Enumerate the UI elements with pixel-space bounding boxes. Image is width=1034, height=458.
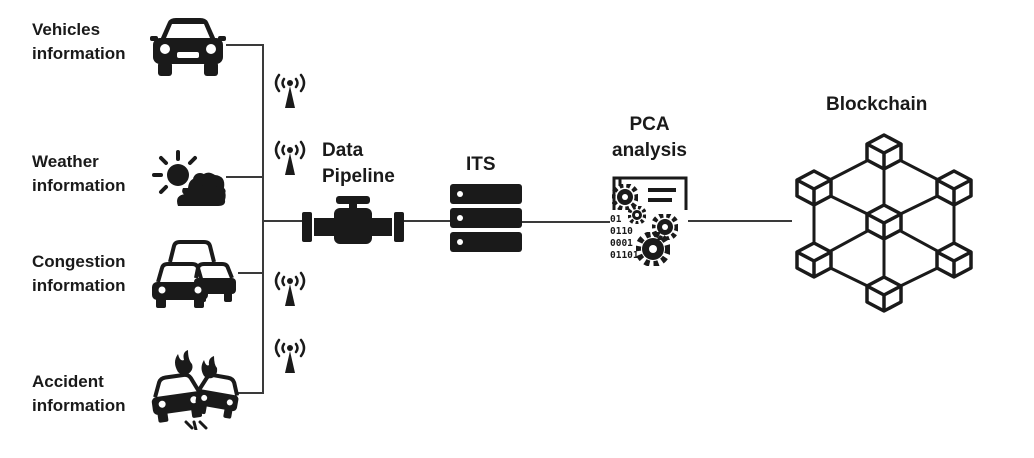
car-icon bbox=[150, 18, 226, 76]
block-cube bbox=[865, 203, 903, 241]
weather-icon bbox=[152, 150, 226, 206]
source-label-vehicles: Vehicles information bbox=[32, 20, 126, 63]
connector-vehicles bbox=[226, 44, 264, 46]
pipeline-label: Data Pipeline bbox=[322, 140, 395, 187]
document-icon bbox=[612, 176, 688, 210]
block-cube bbox=[865, 275, 903, 313]
source-label-congestion: Congestion information bbox=[32, 252, 126, 295]
wireless-signal-icon bbox=[274, 338, 306, 373]
gear-icon bbox=[612, 184, 638, 210]
source-label-accident: Accident information bbox=[32, 372, 126, 415]
block-cube bbox=[795, 241, 833, 279]
gear-icon bbox=[652, 214, 678, 240]
its-label: ITS bbox=[466, 154, 496, 175]
blockchain-network-icon bbox=[795, 133, 973, 313]
connector-bus-to-pipeline bbox=[262, 220, 308, 222]
wireless-signal-icon bbox=[274, 73, 306, 108]
block-cube bbox=[935, 169, 973, 207]
pca-label: PCA analysis bbox=[612, 114, 687, 161]
wireless-signal-icon bbox=[274, 140, 306, 175]
valve-icon bbox=[302, 196, 404, 244]
accident-icon bbox=[151, 350, 240, 430]
gear-icon bbox=[628, 206, 646, 224]
wireless-signal-icon bbox=[274, 271, 306, 306]
block-cube bbox=[865, 133, 903, 171]
connector-pca-to-blockchain bbox=[688, 220, 792, 222]
traffic-icon bbox=[152, 240, 236, 308]
source-bus-line bbox=[262, 44, 264, 394]
connector-weather bbox=[226, 176, 264, 178]
gear-icon bbox=[636, 232, 670, 266]
block-cube bbox=[795, 169, 833, 207]
connector-pipeline-to-its bbox=[400, 220, 450, 222]
blockchain-label: Blockchain bbox=[826, 94, 928, 115]
connector-congestion bbox=[238, 272, 264, 274]
block-cube bbox=[935, 241, 973, 279]
binary-digits: 01 0110 0001 01101 bbox=[610, 214, 639, 261]
connector-its-to-pca bbox=[522, 221, 610, 223]
data-analysis-icon: 01 0110 0001 01101 bbox=[606, 174, 690, 266]
connector-accident bbox=[238, 392, 264, 394]
source-label-weather: Weather information bbox=[32, 152, 126, 195]
server-icon bbox=[450, 184, 522, 252]
